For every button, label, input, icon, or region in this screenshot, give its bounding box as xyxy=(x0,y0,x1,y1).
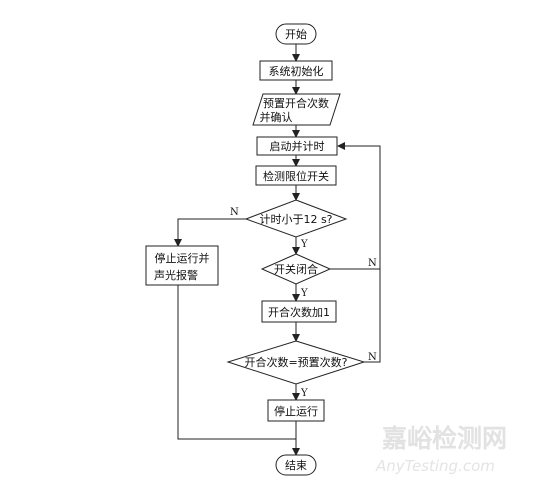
start-node xyxy=(275,23,317,45)
start-timer-label: 启动并计时 xyxy=(270,139,325,153)
end-node xyxy=(275,454,317,476)
init-node xyxy=(259,60,333,81)
watermark-cn: 嘉峪检测网 xyxy=(382,424,507,453)
preset-node xyxy=(252,93,341,126)
stop-alarm-node xyxy=(145,245,219,286)
timer-yes-label: Y xyxy=(300,239,308,250)
edge-switch-no-loop xyxy=(330,146,381,270)
preset-label-line2: 并确认 xyxy=(260,110,293,124)
count-add-label: 开合次数加1 xyxy=(268,305,330,319)
stop-alarm-label-line2: 声光报警 xyxy=(154,268,198,282)
start-label: 开始 xyxy=(285,27,307,41)
start-timer-node xyxy=(256,136,338,156)
timer-no-label: N xyxy=(230,207,239,218)
stop-run-node xyxy=(267,399,325,422)
switch-closed-label: 开关闭合 xyxy=(274,262,318,276)
switch-no-label: N xyxy=(368,258,377,269)
watermark-en: AnyTesting.com xyxy=(375,457,495,475)
count-equal-label: 开合次数=预置次数? xyxy=(244,355,347,369)
timer-check-decision xyxy=(244,199,348,238)
edge-timercheck-no xyxy=(174,218,246,247)
switch-yes-label: Y xyxy=(300,288,308,299)
count-add-node xyxy=(261,300,337,323)
preset-label-line1: 预置开合次数 xyxy=(263,96,329,110)
detect-label: 检测限位开关 xyxy=(263,169,329,183)
count-equal-decision xyxy=(226,340,366,385)
edge-alarm-end xyxy=(177,285,296,440)
switch-closed-decision xyxy=(260,253,332,285)
init-label: 系统初始化 xyxy=(269,64,324,78)
equal-yes-label: Y xyxy=(300,388,308,399)
detect-node xyxy=(255,165,337,186)
stop-alarm-label-line1: 停止运行并 xyxy=(155,251,210,265)
equal-no-label: N xyxy=(368,352,377,363)
edge-equal-no-loop xyxy=(337,142,381,363)
end-label: 结束 xyxy=(285,459,307,472)
stop-run-label: 停止运行 xyxy=(274,404,318,418)
timer-check-label: 计时小于12 s? xyxy=(259,213,332,226)
